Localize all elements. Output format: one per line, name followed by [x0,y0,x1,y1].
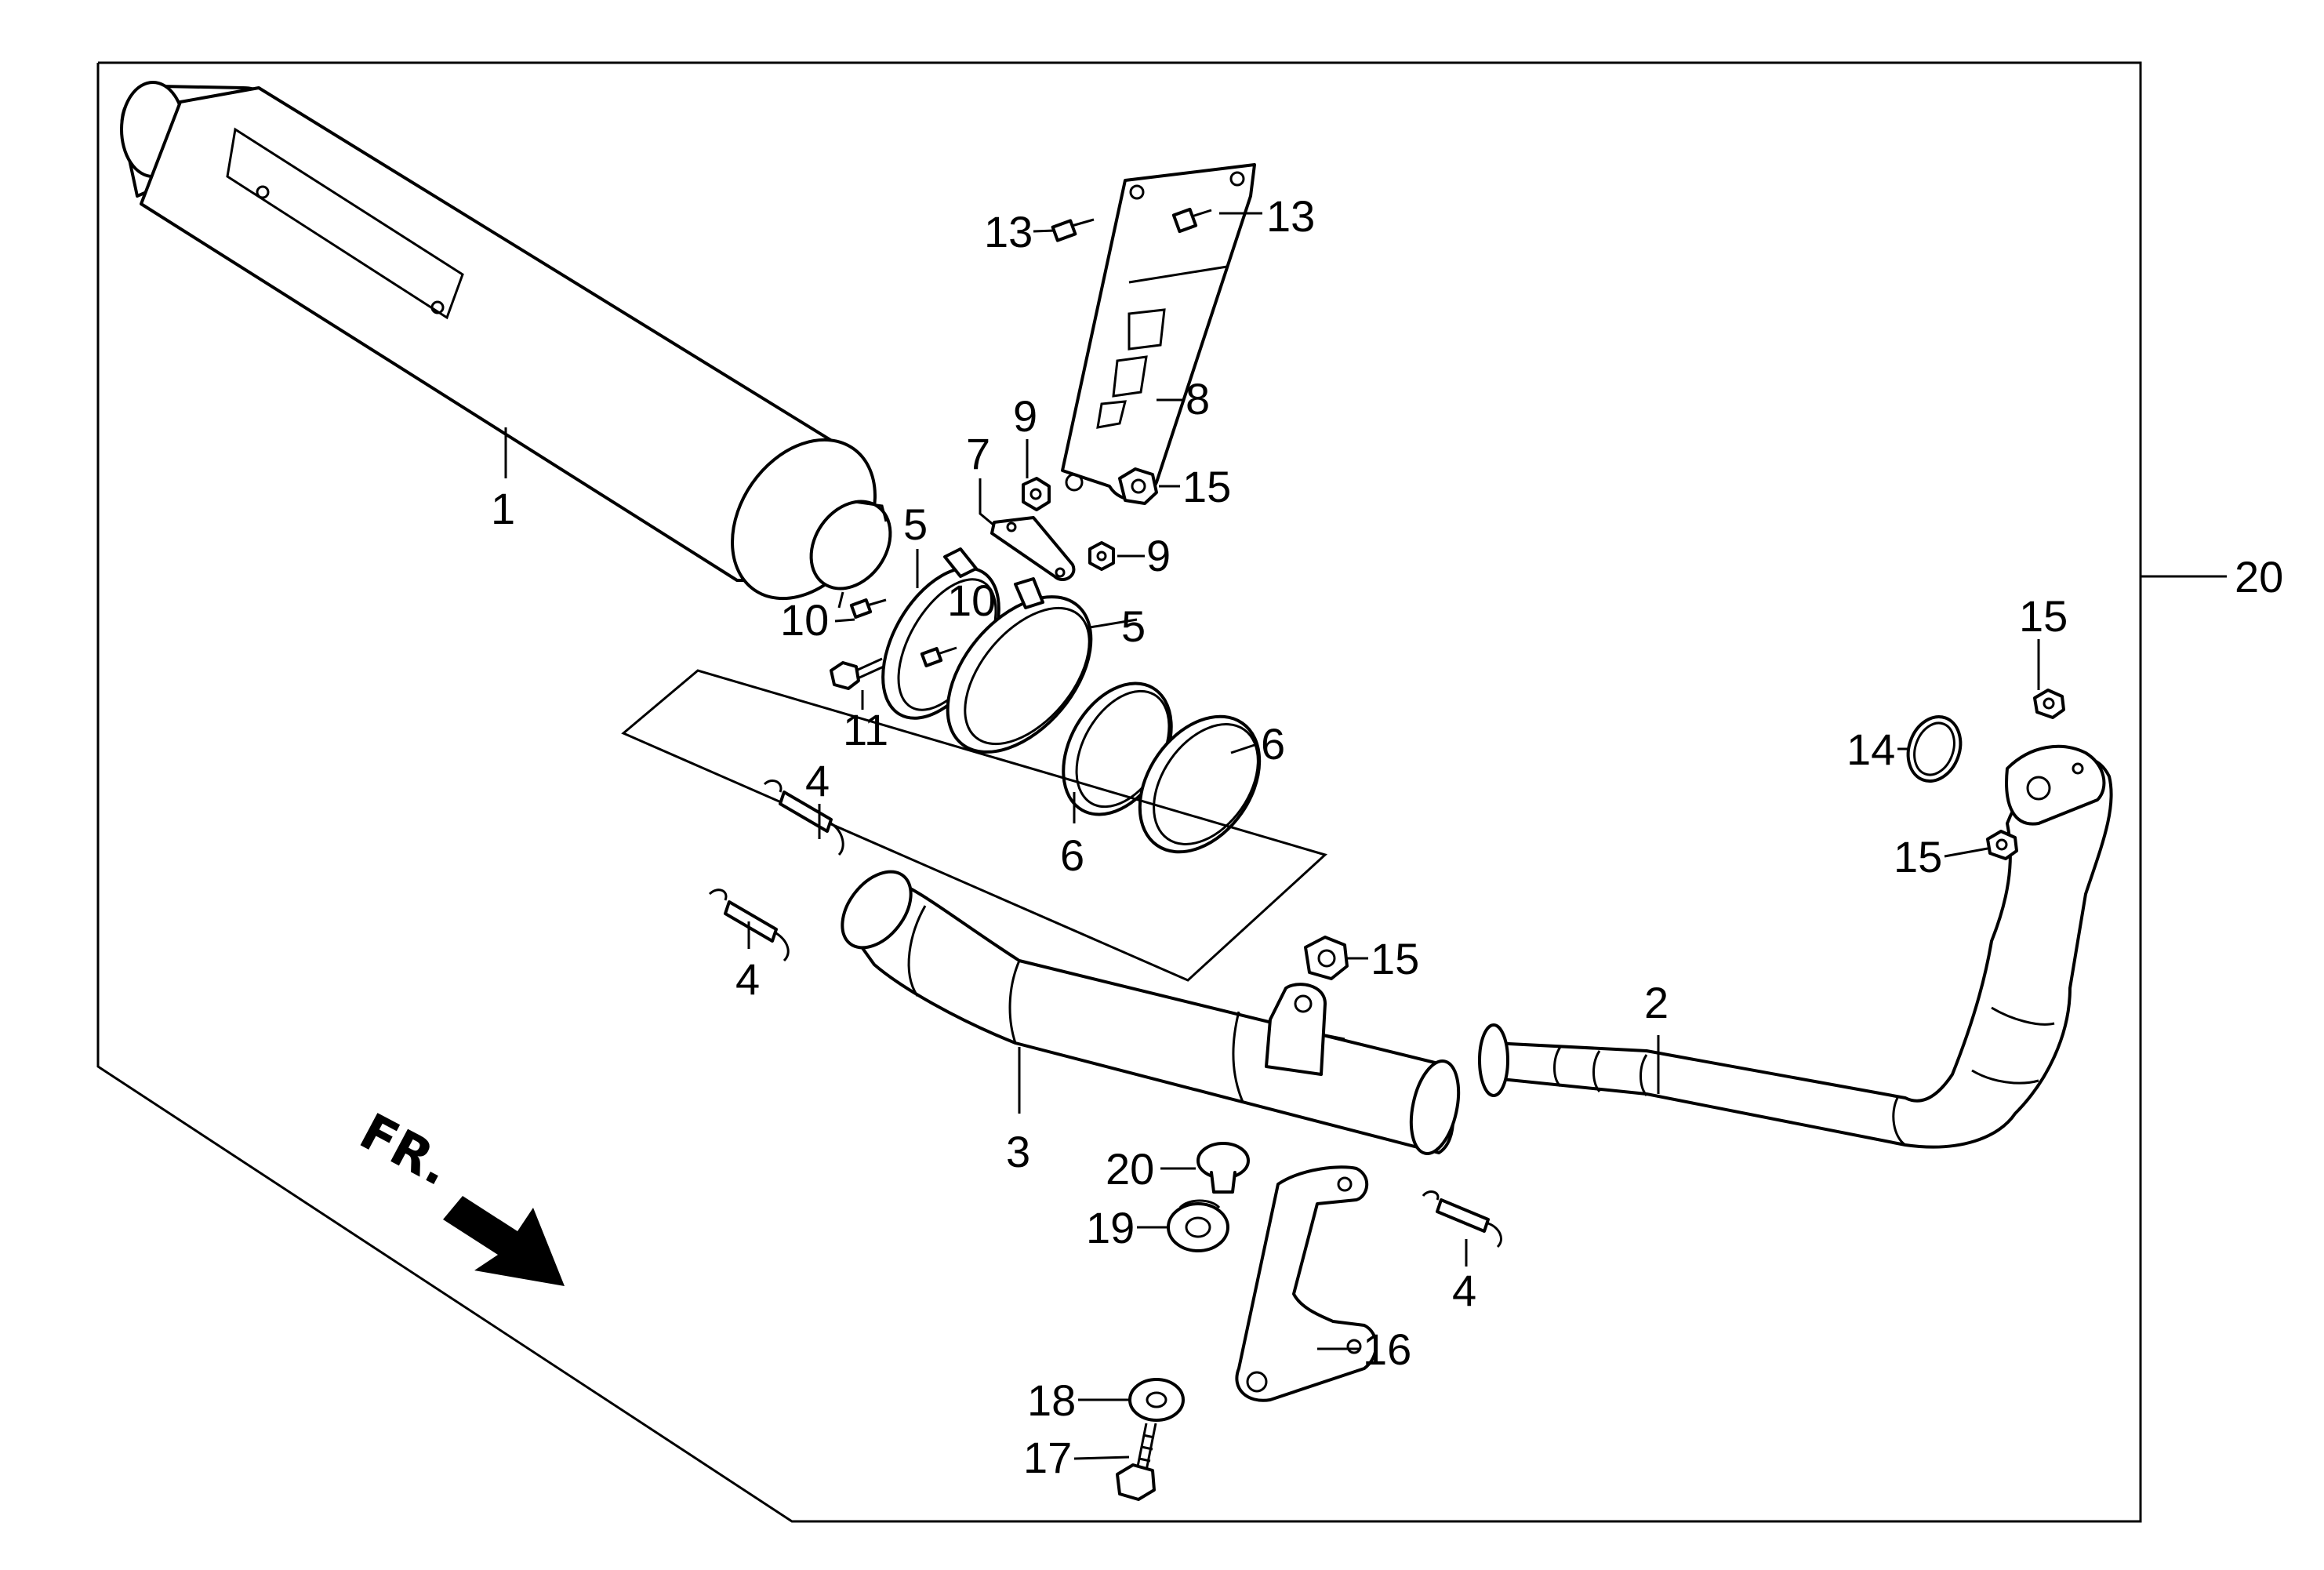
callout-13-right: 13 [1266,191,1315,241]
bolt-10-right [920,646,957,667]
stay-7-part [990,516,1076,581]
callout-16: 16 [1363,1325,1411,1374]
callout-19: 19 [1086,1203,1135,1252]
callout-3: 3 [1006,1127,1030,1176]
nut-9-upper [1022,477,1051,511]
flange-nut-15-midpipe [1304,936,1349,980]
bolt-13-right [1171,207,1212,234]
bolt-13-left [1051,218,1095,242]
front-arrow-icon [443,1196,565,1286]
callout-7: 7 [966,429,990,478]
callout-15-lower-right: 15 [1894,832,1942,881]
callout-14: 14 [1846,725,1895,774]
collar-19 [1167,1199,1229,1252]
nut-9-lower [1088,541,1115,571]
callout-9-upper: 9 [1013,391,1037,441]
spring-4-left [708,889,790,962]
bolt-11 [830,657,884,690]
gasket-14 [1906,715,1963,783]
nut-15-upper-right [2033,689,2065,719]
callout-5-left: 5 [903,500,928,549]
callout-20-rubber: 20 [1106,1144,1154,1194]
callout-4-left: 4 [735,954,760,1004]
bolt-10-left [849,598,887,619]
callout-6-right: 6 [1261,719,1285,769]
callout-15-midpipe: 15 [1371,934,1419,983]
rubber-mount-20 [1196,1142,1250,1194]
callout-8: 8 [1186,374,1210,423]
spring-4-lower [1422,1190,1502,1248]
clamp-5-right [946,577,1093,754]
callout-17: 17 [1023,1433,1072,1482]
callout-10-left: 10 [780,595,829,645]
nut-15-lower-right [1986,830,2018,860]
muffler-stay-16 [1235,1165,1378,1402]
callout-11: 11 [843,705,888,754]
callout-10-right: 10 [947,576,996,625]
callout-labels: 1 2 3 4 4 4 5 5 6 6 7 8 9 9 10 10 11 13 … [491,191,2283,1482]
callout-5-right: 5 [1121,601,1146,651]
callout-15-upper-right: 15 [2019,591,2068,641]
leader-lines [504,212,2227,1460]
exhaust-pipe-part [1478,744,2113,1149]
muffler-part [120,81,892,609]
diagram-frame [96,61,2142,1523]
callout-18: 18 [1027,1376,1076,1425]
callout-9-lower: 9 [1146,531,1171,580]
bolt-17 [1116,1423,1157,1501]
callout-2: 2 [1644,978,1669,1027]
callout-15-bracket: 15 [1182,462,1231,511]
kit-outline [621,669,1327,982]
callout-20-assembly: 20 [2235,552,2283,601]
flange-nut-15-bracket [1118,467,1158,505]
gasket-6-right [1138,714,1262,854]
callout-6-left: 6 [1060,830,1084,880]
spring-4-upper [763,780,844,856]
callout-4-upper: 4 [805,756,830,805]
fr-label: FR. [350,1103,459,1197]
front-direction-indicator: FR. [350,1103,565,1286]
washer-18 [1128,1378,1185,1422]
callout-1: 1 [491,484,515,533]
callout-13-left: 13 [984,207,1033,256]
middle-pipe-part [841,870,1461,1155]
callout-4-lower: 4 [1452,1266,1476,1315]
muffler-bracket-part [1061,163,1256,501]
